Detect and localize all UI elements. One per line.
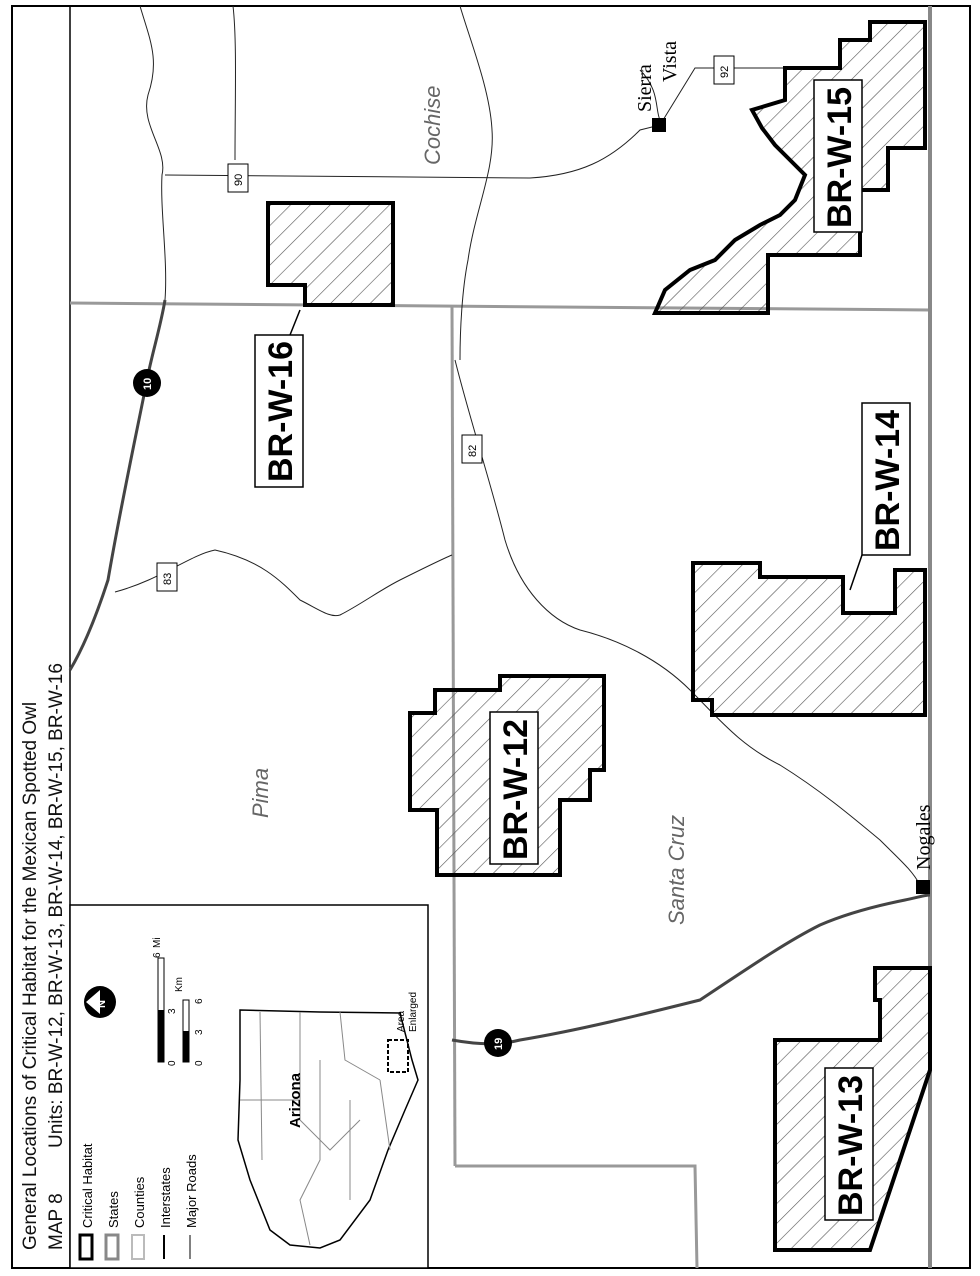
- route-shield-83: 83: [156, 562, 178, 592]
- svg-text:Critical Habitat: Critical Habitat: [80, 1143, 95, 1228]
- stream-north: [139, 5, 167, 301]
- svg-text:BR-W-16: BR-W-16: [262, 341, 300, 482]
- svg-text:92: 92: [719, 66, 731, 78]
- area-enlarged-marker: [387, 1039, 409, 1073]
- svg-text:Enlarged: Enlarged: [408, 992, 419, 1032]
- county-label-santa-cruz: Santa Cruz: [664, 815, 689, 925]
- svg-text:Nogales: Nogales: [913, 804, 935, 870]
- north-arrow-icon: N: [84, 986, 116, 1018]
- city-sierra-vista: Sierra Vista: [634, 41, 681, 132]
- legend-item-interstates: Interstates: [158, 1167, 173, 1259]
- road-vista: [639, 69, 661, 121]
- county-label-cochise: Cochise: [420, 86, 445, 165]
- map-number: MAP 8: [46, 1193, 67, 1250]
- svg-text:Interstates: Interstates: [158, 1167, 173, 1228]
- arizona-inset: Arizona Area Enlarged: [237, 992, 419, 1249]
- svg-text:Major Roads: Major Roads: [184, 1154, 199, 1228]
- map-title: General Locations of Critical Habitat fo…: [20, 702, 41, 1250]
- route-shield-92: 92: [713, 55, 735, 85]
- legend-item-counties: Counties: [131, 1176, 147, 1260]
- road-cochise: [459, 5, 493, 361]
- svg-text:6: 6: [194, 998, 205, 1004]
- route-shield-90: 90: [227, 163, 249, 193]
- svg-text:3: 3: [167, 1008, 178, 1014]
- svg-text:6: 6: [152, 952, 163, 958]
- svg-text:Mi: Mi: [152, 937, 163, 948]
- svg-text:10: 10: [142, 378, 154, 390]
- road-north: [232, 5, 236, 161]
- interstate-shield-19: 19: [484, 1029, 512, 1057]
- svg-text:Vista: Vista: [659, 41, 681, 82]
- svg-text:82: 82: [467, 445, 479, 457]
- svg-text:Arizona: Arizona: [287, 1072, 304, 1128]
- svg-text:Sierra: Sierra: [634, 64, 656, 112]
- unit-label-br-w-15: BR-W-15: [813, 79, 863, 233]
- route-shield-82: 82: [461, 434, 483, 464]
- svg-text:Area: Area: [396, 1010, 407, 1032]
- svg-text:3: 3: [194, 1029, 205, 1035]
- svg-text:Km: Km: [174, 977, 185, 992]
- habitat-br-w-14: [691, 561, 927, 717]
- county-label-pima: Pima: [248, 768, 273, 818]
- unit-label-br-w-14: BR-W-14: [849, 402, 911, 591]
- svg-text:BR-W-12: BR-W-12: [497, 719, 535, 860]
- legend: Critical Habitat States Counties Interst…: [69, 904, 429, 1269]
- road-92: [659, 67, 790, 126]
- svg-text:BR-W-13: BR-W-13: [832, 1075, 870, 1216]
- road-90: [164, 124, 661, 179]
- thin-features: [114, 5, 921, 886]
- svg-text:N: N: [96, 1000, 108, 1008]
- svg-text:States: States: [106, 1191, 121, 1228]
- svg-text:83: 83: [162, 573, 174, 585]
- arizona-outline: [237, 1009, 419, 1249]
- svg-text:BR-W-14: BR-W-14: [869, 410, 907, 551]
- svg-text:BR-W-15: BR-W-15: [821, 87, 859, 228]
- svg-text:Counties: Counties: [132, 1176, 147, 1228]
- county-boundary-southwest: [455, 1164, 699, 1269]
- interstate-10: [68, 299, 167, 671]
- county-boundary-north: [69, 301, 931, 312]
- road-83: [114, 549, 453, 617]
- map-units-list: Units: BR-W-12, BR-W-13, BR-W-14, BR-W-1…: [46, 663, 67, 1148]
- unit-label-br-w-12: BR-W-12: [489, 711, 539, 865]
- legend-item-major-roads: Major Roads: [184, 1154, 199, 1259]
- scale-bar-km: 0 3 6 Km: [174, 977, 205, 1066]
- road-82: [454, 359, 921, 886]
- habitat-br-w-16: [266, 201, 395, 307]
- unit-label-br-w-13: BR-W-13: [824, 1067, 874, 1221]
- svg-text:19: 19: [493, 1038, 505, 1050]
- interstate-19: [451, 893, 931, 1046]
- svg-text:90: 90: [233, 174, 245, 186]
- legend-item-critical-habitat: Critical Habitat: [78, 1143, 95, 1261]
- legend-item-states: States: [104, 1191, 121, 1261]
- interstates: [68, 299, 931, 1046]
- svg-text:0: 0: [194, 1060, 205, 1066]
- scale-bar-mi: 0 3 6 Mi: [152, 937, 178, 1066]
- city-nogales: Nogales: [913, 804, 935, 894]
- svg-text:0: 0: [167, 1060, 178, 1066]
- interstate-shield-10: 10: [133, 369, 161, 397]
- unit-label-br-w-16: BR-W-16: [254, 309, 304, 488]
